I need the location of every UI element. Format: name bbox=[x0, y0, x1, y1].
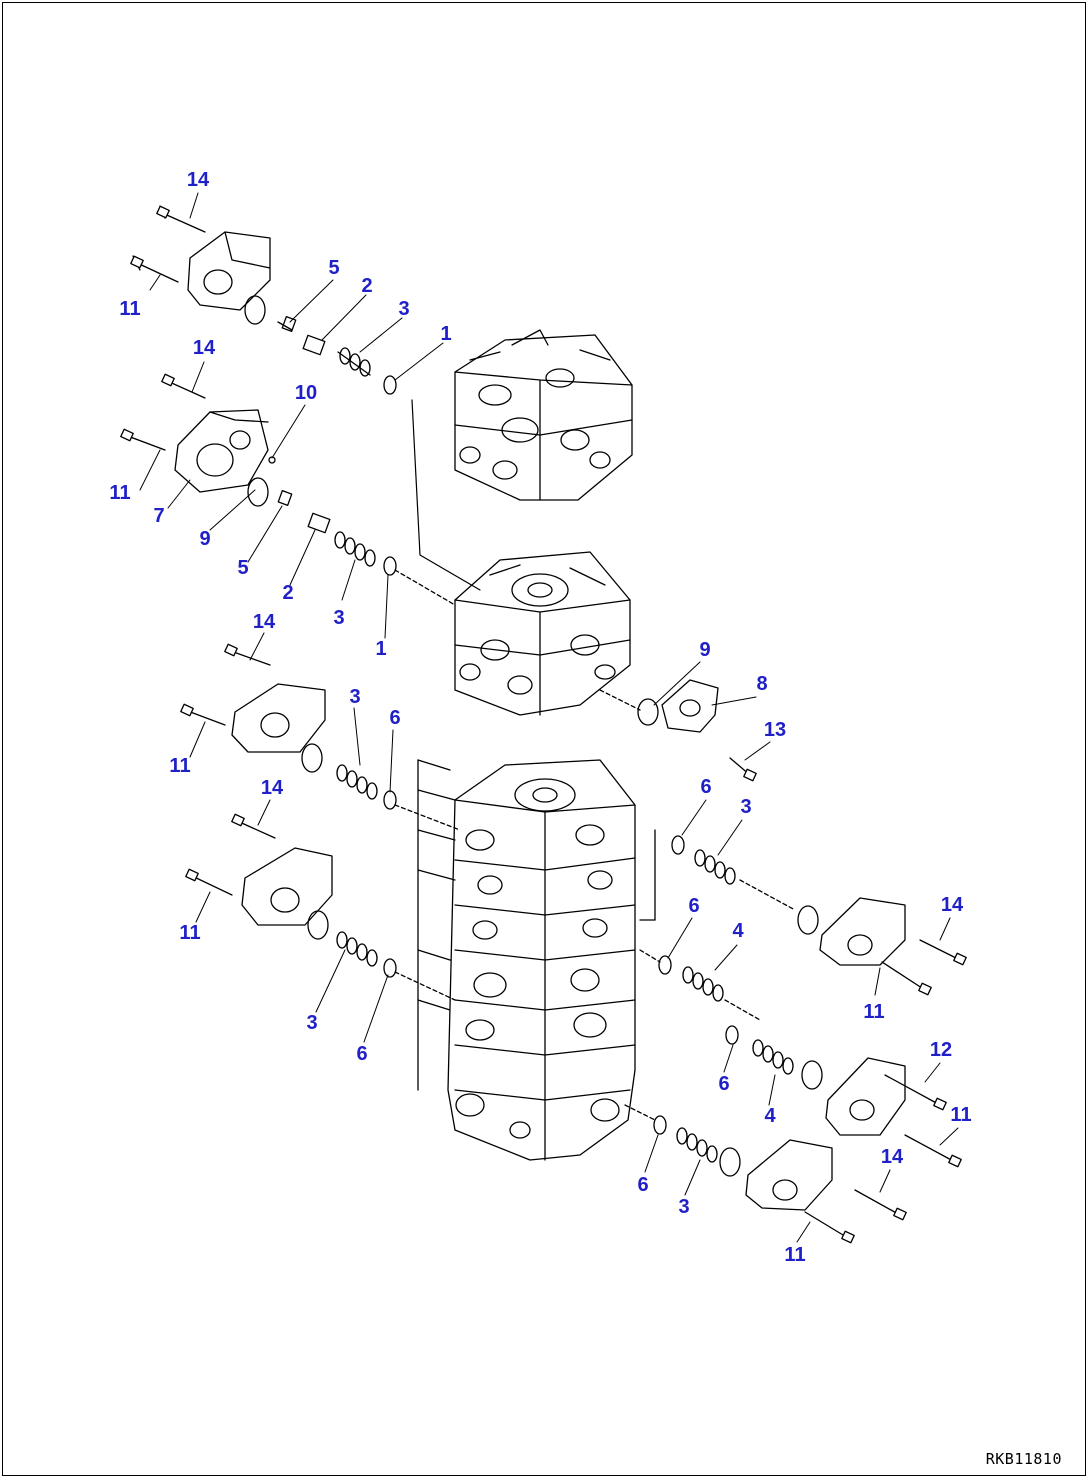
callout-part-4: 4 bbox=[764, 1105, 776, 1127]
cap-assembly-3 bbox=[184, 649, 461, 831]
leader-lines bbox=[139, 192, 959, 1243]
callout-part-14: 14 bbox=[192, 337, 216, 359]
callout-part-8: 8 bbox=[756, 673, 768, 695]
callout-part-9: 9 bbox=[199, 528, 211, 550]
callout-part-10: 10 bbox=[294, 382, 318, 404]
cap-assembly-7 bbox=[639, 949, 956, 1163]
callout-part-4: 4 bbox=[732, 920, 744, 942]
callout-part-2: 2 bbox=[361, 275, 373, 297]
callout-part-3: 3 bbox=[349, 686, 361, 708]
callout-part-6: 6 bbox=[356, 1043, 368, 1065]
drawing-code-label: RKB11810 bbox=[985, 1450, 1062, 1468]
valve-section-top bbox=[454, 329, 633, 501]
callout-part-5: 5 bbox=[328, 257, 340, 279]
callout-part-14: 14 bbox=[252, 611, 276, 633]
callout-part-1: 1 bbox=[375, 638, 387, 660]
callout-part-12: 12 bbox=[929, 1039, 953, 1061]
bolt-set bbox=[120, 205, 967, 1244]
callout-part-14: 14 bbox=[880, 1146, 904, 1168]
callout-part-6: 6 bbox=[637, 1174, 649, 1196]
valve-section-lower bbox=[417, 759, 656, 1161]
callout-part-6: 6 bbox=[718, 1073, 730, 1095]
callout-part-7: 7 bbox=[153, 505, 165, 527]
callout-part-14: 14 bbox=[940, 894, 964, 916]
callout-part-14: 14 bbox=[186, 169, 210, 191]
callout-part-11: 11 bbox=[863, 1001, 885, 1023]
cap-assembly-1 bbox=[132, 205, 397, 395]
callout-part-9: 9 bbox=[699, 639, 711, 661]
callout-part-2: 2 bbox=[282, 582, 294, 604]
cap-assembly-5 bbox=[599, 679, 751, 776]
callout-part-11: 11 bbox=[784, 1244, 806, 1266]
callout-part-11: 11 bbox=[179, 922, 201, 944]
callout-part-5: 5 bbox=[237, 557, 249, 579]
callout-part-3: 3 bbox=[678, 1196, 690, 1218]
callout-part-1: 1 bbox=[440, 323, 452, 345]
callout-part-3: 3 bbox=[398, 298, 410, 320]
callout-part-3: 3 bbox=[740, 796, 752, 818]
callout-part-13: 13 bbox=[763, 719, 787, 741]
cap-assembly-4 bbox=[189, 819, 456, 1001]
cap-assembly-2 bbox=[124, 379, 481, 606]
callout-part-6: 6 bbox=[389, 707, 401, 729]
callout-part-14: 14 bbox=[260, 777, 284, 799]
cap-assembly-8 bbox=[624, 1104, 901, 1239]
callout-part-6: 6 bbox=[688, 895, 700, 917]
cap-assembly-6 bbox=[671, 835, 961, 991]
valve-section-middle bbox=[454, 551, 631, 716]
callout-part-11: 11 bbox=[169, 755, 191, 777]
callout-part-11: 11 bbox=[119, 298, 141, 320]
callout-part-3: 3 bbox=[333, 607, 345, 629]
callout-part-11: 11 bbox=[950, 1104, 972, 1126]
callout-part-6: 6 bbox=[700, 776, 712, 798]
callout-part-3: 3 bbox=[306, 1012, 318, 1034]
callout-part-11: 11 bbox=[109, 482, 131, 504]
